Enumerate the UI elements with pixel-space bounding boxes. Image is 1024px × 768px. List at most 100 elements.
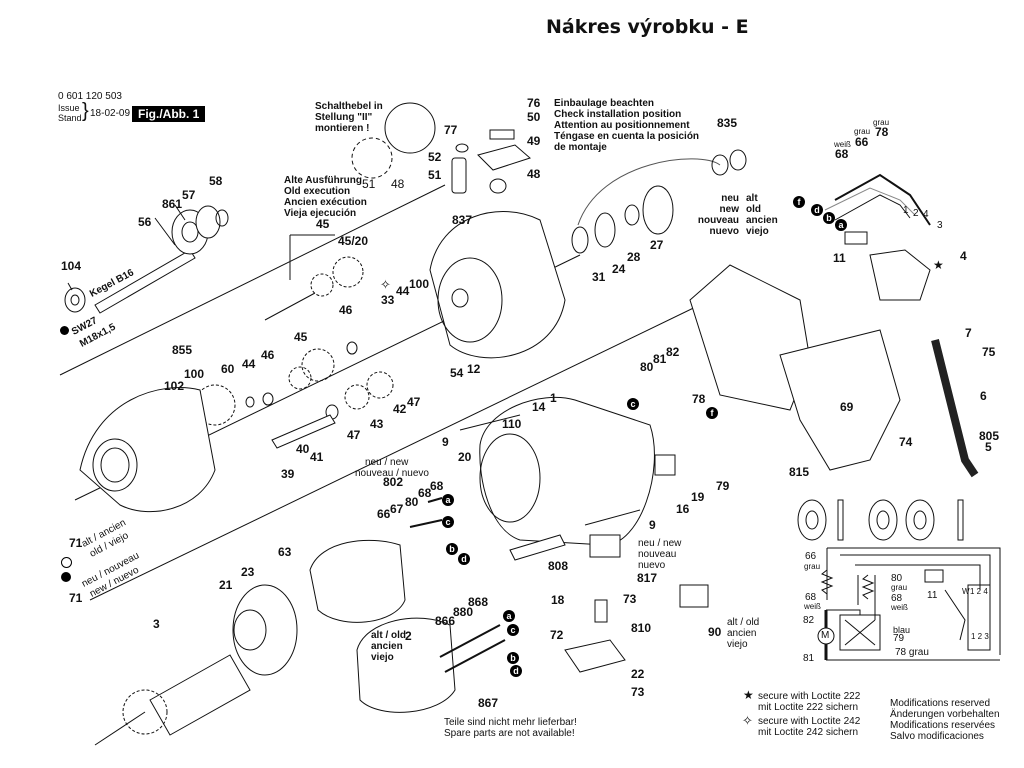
part-callout: 68 — [835, 147, 849, 161]
schematic-label-82: 82 — [803, 615, 815, 626]
part-callout: 68 — [430, 479, 444, 493]
note-stator-new-1: neu / new — [365, 457, 409, 468]
part-callout: 805 — [979, 429, 1000, 443]
wire-color-grau: grau — [854, 127, 871, 136]
part-callout: 1 — [550, 391, 557, 405]
part-callout: 2 — [405, 629, 412, 643]
part-callout: 5 — [985, 440, 992, 454]
note-line: ancien — [727, 628, 757, 639]
part-callout: 66 — [855, 135, 869, 149]
part-callout: 46 — [339, 303, 353, 317]
wire-marker-f: f — [793, 196, 805, 208]
note-line: neu / new — [638, 538, 682, 549]
part-callout: 41 — [310, 450, 324, 464]
part-callout: 58 — [209, 174, 223, 188]
schematic-motor: M — [821, 630, 830, 641]
nut-part — [64, 287, 86, 313]
part-callout: 79 — [716, 479, 730, 493]
part-callout: 50 — [527, 110, 541, 124]
note-835-new: neu new nouveau nuevo — [697, 193, 739, 237]
part-callout: 47 — [407, 395, 421, 409]
legend-line: mit Loctite 222 sichern — [758, 702, 859, 713]
handle-housing-right — [779, 329, 901, 471]
part-callout: 60 — [221, 362, 235, 376]
wire-marker-f: f — [706, 407, 718, 419]
part-callout: 71 — [69, 591, 83, 605]
armature — [149, 654, 251, 736]
part-callout: 47 — [347, 428, 361, 442]
legend-line: secure with Loctite 222 — [758, 691, 861, 702]
part-callout: 11 — [833, 251, 846, 265]
part-callout: 49 — [527, 134, 541, 148]
note-line: Téngase en cuenta la posición — [554, 131, 700, 142]
stator-old — [356, 617, 456, 713]
part-callout: 80 — [640, 360, 654, 374]
part-callout: 27 — [650, 238, 664, 252]
note-line: alt — [746, 193, 758, 204]
part-callout: 82 — [666, 345, 680, 359]
note-line: alt / old — [371, 630, 406, 641]
note-line: Alte Ausführung — [284, 175, 362, 186]
part-callout: 28 — [627, 250, 641, 264]
part-callout: 39 — [281, 467, 295, 481]
part-callout: 21 — [219, 578, 233, 592]
part-callout: 815 — [789, 465, 810, 479]
wire-marker-c: c — [442, 516, 454, 528]
part-callout: 48 — [527, 167, 541, 181]
schematic-color-weiss: weiß — [804, 602, 821, 611]
note-90-old: alt / old ancien viejo — [727, 617, 759, 650]
part-callout: 51 — [428, 168, 442, 182]
part-callout: 7 — [965, 326, 972, 340]
note-old-execution: Alte Ausführung Old execution Ancien exé… — [284, 175, 367, 219]
part-callout: 24 — [612, 262, 626, 276]
part-callout: 835 — [717, 116, 738, 130]
part-callout: 100 — [184, 367, 205, 381]
schematic-switch-bottom: 1 2 3 — [971, 632, 989, 641]
schematic-switch-w: W — [962, 587, 970, 596]
part-callout: 57 — [182, 188, 196, 202]
part-callout: 48 — [391, 177, 405, 191]
schematic-label-79: 79 — [893, 633, 905, 644]
schematic-label-66: 66 — [805, 551, 817, 562]
frame-line — [59, 184, 446, 376]
part-callout: 868 — [468, 595, 489, 609]
note-line: Vieja ejecución — [284, 208, 357, 219]
part-callout: 3 — [153, 617, 160, 631]
note-line: nuevo — [638, 560, 666, 571]
note-line: Spare parts are not available! — [444, 728, 575, 739]
part-callout: 837 — [452, 213, 473, 227]
gear-case — [429, 211, 566, 359]
part-callout: 73 — [631, 685, 645, 699]
gear-part — [332, 256, 364, 288]
four-point-star-icon: ✧ — [742, 713, 753, 728]
page-title: Nákres výrobku - E — [546, 16, 749, 38]
part-callout: 80 — [405, 495, 419, 509]
part-callout: 861 — [162, 197, 183, 211]
part-callout: 73 — [623, 592, 637, 606]
part-callout: 12 — [467, 362, 481, 376]
torx-screw-icon — [61, 572, 71, 582]
star-icon: ★ — [743, 688, 754, 702]
part-callout: 69 — [840, 400, 854, 414]
part-callout: 817 — [637, 571, 658, 585]
wire-marker-b: b — [507, 652, 519, 664]
part-callout: 23 — [241, 565, 255, 579]
note-line: Einbaulage beachten — [554, 98, 655, 109]
note-line: nouveau — [697, 215, 739, 226]
note-line: montieren ! — [315, 123, 370, 134]
note-line: neu — [721, 193, 739, 204]
part-callout: 104 — [61, 259, 82, 273]
legend-line: mit Loctite 242 sichern — [758, 727, 859, 738]
legend-loctite-222: secure with Loctite 222 mit Loctite 222 … — [758, 691, 860, 713]
spindle-shaft — [94, 205, 229, 314]
legend-line: Änderungen vorbehalten — [890, 709, 1000, 720]
part-callout: 63 — [278, 545, 292, 559]
document-number: 0 601 120 503 — [58, 91, 122, 102]
schematic-label-68b: 68 — [891, 593, 903, 604]
part-callout: 880 — [453, 605, 474, 619]
note-line: Ancien exécution — [284, 197, 367, 208]
part-callout: 16 — [676, 502, 690, 516]
loctite-242-marker-icon: ✧ — [380, 277, 391, 292]
part-callout: 100 — [409, 277, 430, 291]
